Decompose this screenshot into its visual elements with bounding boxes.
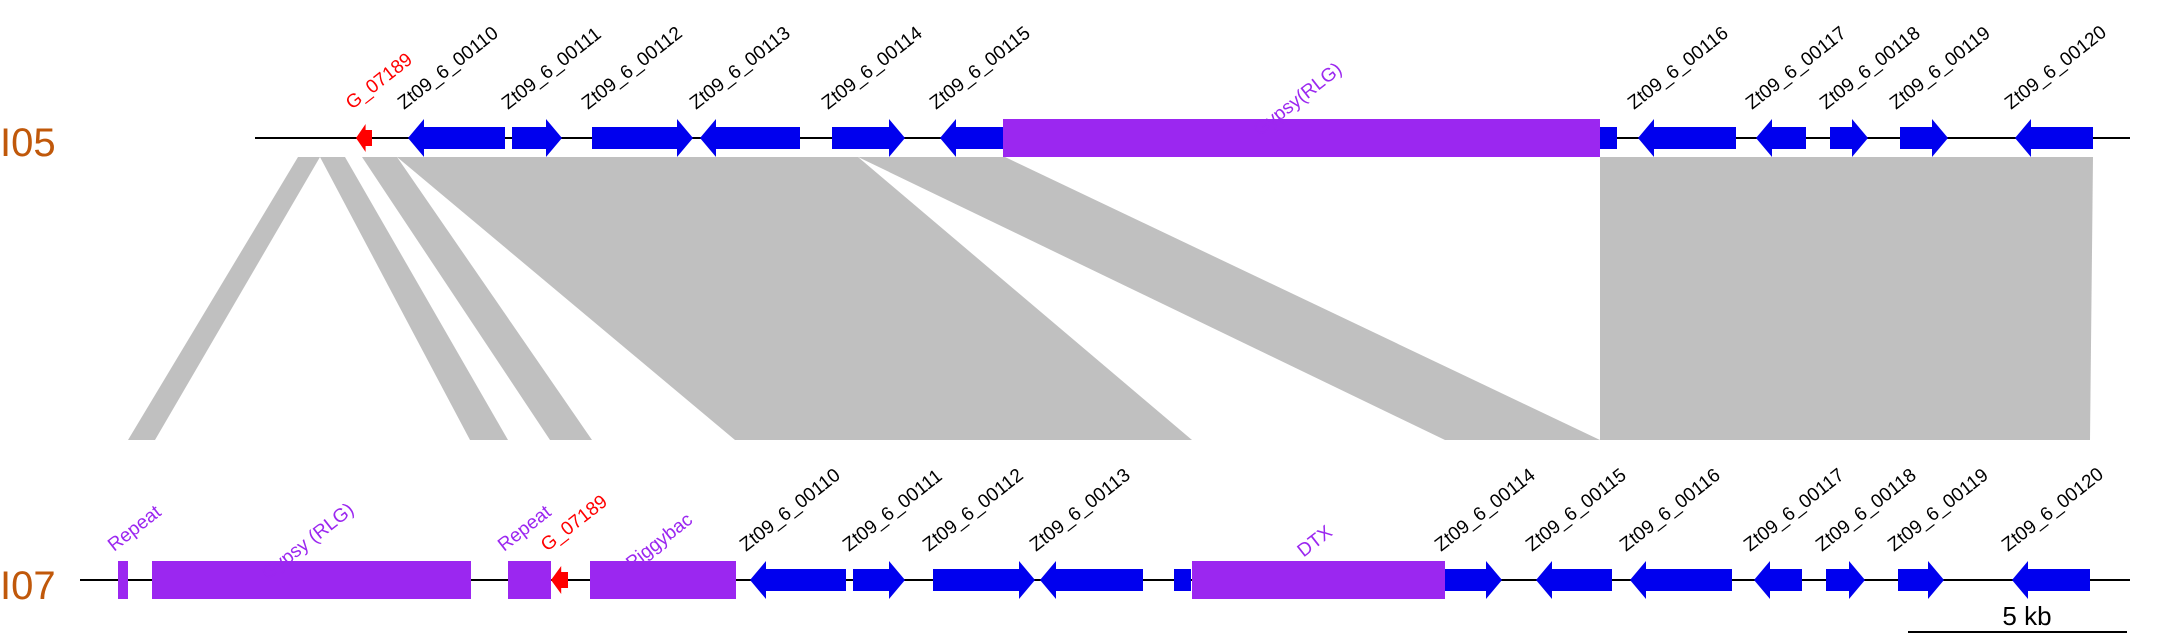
feature-i05-zt09-6-00112-4 <box>592 119 693 157</box>
synteny-ribbon-2 <box>320 157 508 440</box>
feature-i07-zt09-6-00120-18 <box>2012 561 2090 599</box>
feature-label-i05-7: Zt09_6_00115 <box>926 23 1034 114</box>
feature-label-i07-14: Zt09_6_00116 <box>1616 465 1724 556</box>
feature-i05-zt09-6-00119-13 <box>1900 119 1948 157</box>
feature-i07-gypsy-rlg-2 <box>152 561 471 599</box>
feature-i07-zt09-6-00112-8 <box>933 561 1035 599</box>
feature-i07-dtx-11 <box>1192 561 1445 599</box>
feature-label-i07-13: Zt09_6_00115 <box>1522 465 1630 556</box>
feature-label-i05-14: Zt09_6_00120 <box>2001 22 2111 114</box>
scale-bar-label: 5 kb <box>2002 601 2051 631</box>
feature-i07-repeat-1 <box>118 561 128 599</box>
feature-label-i07-1: Repeat <box>104 501 166 556</box>
synteny-ribbon-1 <box>128 157 320 440</box>
feature-i07-zt09-6-00117-15 <box>1754 561 1802 599</box>
feature-i05-zt09-6-00120-14 <box>2015 119 2093 157</box>
scale-bar: 5 kb <box>1908 601 2127 633</box>
feature-i05-zt09-6-00116-10 <box>1638 119 1736 157</box>
feature-i07-unlabeled-gene-10 <box>1174 569 1191 591</box>
track-label-i07: I07 <box>0 564 56 608</box>
feature-i07-zt09-6-00115-13 <box>1536 561 1612 599</box>
feature-i05-gypsy-rlg-8 <box>1003 119 1600 157</box>
feature-i05-unlabeled-gene-9 <box>1600 127 1617 149</box>
feature-i05-zt09-6-00111-3 <box>512 119 562 157</box>
feature-label-i05-6: Zt09_6_00114 <box>818 23 927 114</box>
synteny-ribbon-4 <box>397 157 1192 440</box>
feature-i05-zt09-6-00118-12 <box>1830 119 1868 157</box>
feature-i07-zt09-6-00118-16 <box>1826 561 1865 599</box>
feature-i05-zt09-6-00114-6 <box>832 119 905 157</box>
feature-i07-zt09-6-00111-7 <box>853 561 905 599</box>
feature-label-i05-5: Zt09_6_00113 <box>686 23 794 114</box>
feature-label-i07-11: DTX <box>1294 521 1337 561</box>
feature-label-i07-18: Zt09_6_00120 <box>1998 464 2108 556</box>
feature-layer <box>118 119 2093 599</box>
feature-i05-g-07189-1 <box>356 124 372 152</box>
feature-i05-zt09-6-00110-2 <box>408 119 505 157</box>
feature-i07-repeat-3 <box>508 561 551 599</box>
feature-i07-piggybac-5 <box>590 561 736 599</box>
feature-label-i07-6: Zt09_6_00110 <box>736 465 844 556</box>
feature-i07-zt09-6-00119-17 <box>1898 561 1944 599</box>
feature-label-i05-10: Zt09_6_00116 <box>1624 23 1732 114</box>
synteny-layer <box>128 157 2093 440</box>
feature-i07-g-07189-4 <box>551 566 568 594</box>
feature-i07-zt09-6-00114-12 <box>1445 561 1502 599</box>
feature-label-i07-9: Zt09_6_00113 <box>1026 465 1134 556</box>
feature-i07-zt09-6-00116-14 <box>1630 561 1732 599</box>
feature-i05-zt09-6-00115-7 <box>940 119 1005 157</box>
feature-i07-zt09-6-00113-9 <box>1040 561 1143 599</box>
feature-i05-zt09-6-00113-5 <box>700 119 800 157</box>
track-label-i05: I05 <box>0 121 56 165</box>
synteny-ribbon-5 <box>858 157 1600 440</box>
feature-i05-zt09-6-00117-11 <box>1756 119 1806 157</box>
synteny-ribbon-6 <box>1600 157 2093 440</box>
synteny-ribbon-3 <box>362 157 592 440</box>
feature-i07-zt09-6-00110-6 <box>750 561 846 599</box>
